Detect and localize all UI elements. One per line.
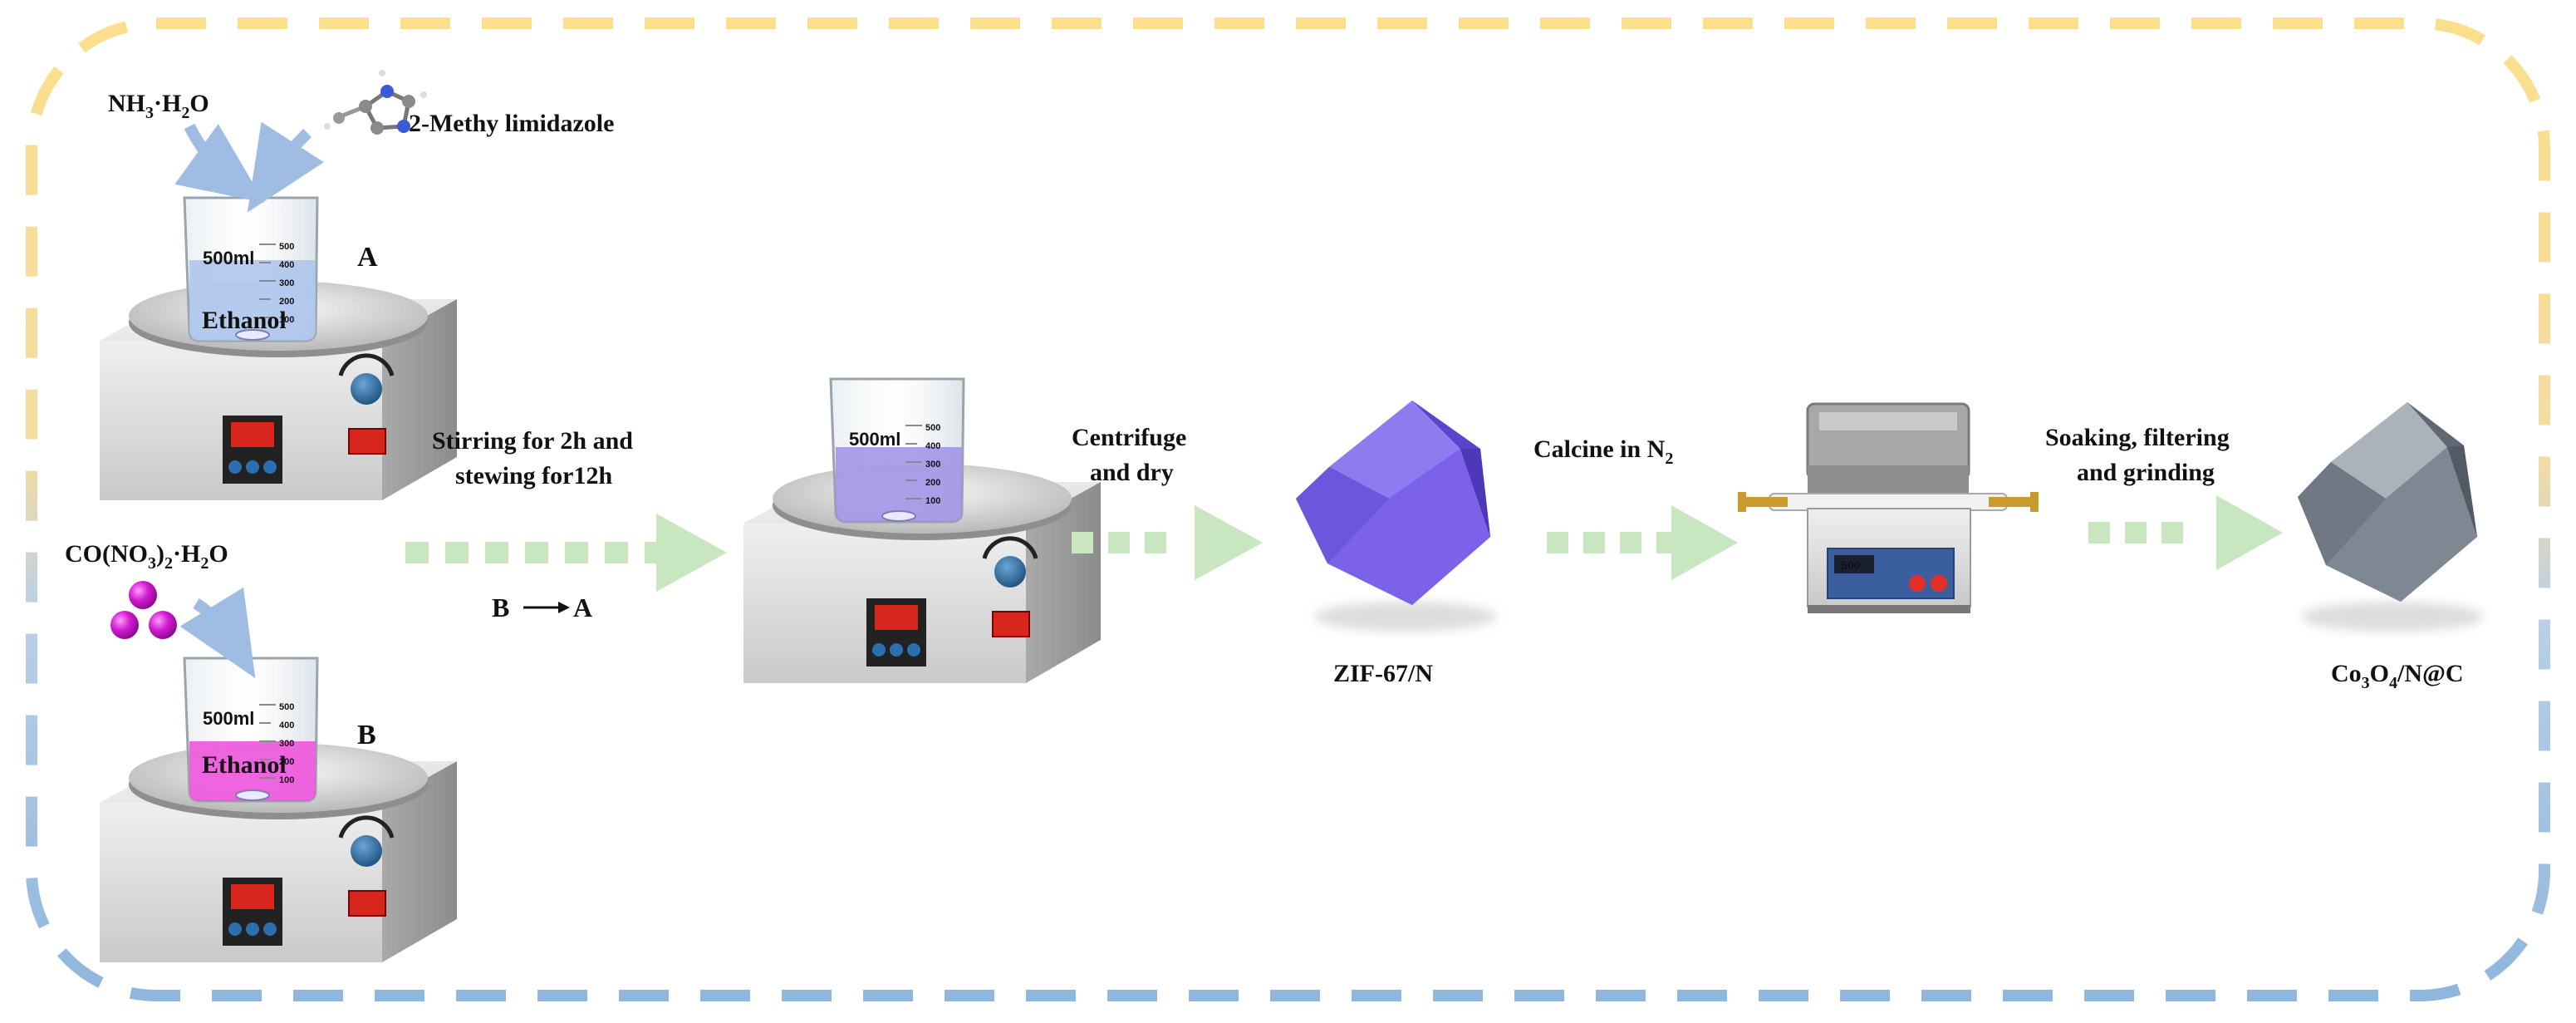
stirrer-display	[223, 416, 282, 484]
scale-tick: 200	[279, 757, 294, 767]
scale-tick: 500	[925, 423, 940, 433]
beaker-b: 500ml 500 400 300 200 100	[183, 657, 319, 803]
solvent-label-a: Ethanol	[202, 307, 287, 334]
step-stir-line2: stewing for12h	[455, 462, 612, 489]
stirrer-display	[866, 598, 926, 666]
stirrer-display	[223, 878, 282, 946]
cobalt-spheres-icon	[110, 581, 177, 639]
beaker-label-a: A	[357, 242, 378, 273]
tube-furnace-icon: 500	[1738, 402, 2039, 613]
scale-tick: 400	[925, 441, 940, 451]
mix-note: B A	[492, 593, 592, 622]
scale-tick: 200	[279, 297, 294, 307]
scale-tick: 500	[279, 702, 294, 712]
scale-tick: 200	[925, 478, 940, 488]
step-soak-line1: Soaking, filtering	[2045, 424, 2230, 451]
stirrer-knob-icon	[982, 536, 1038, 637]
stirrer-knob-icon	[338, 815, 395, 917]
step-calcine: Calcine in N2	[1533, 435, 1673, 468]
product-final-label: Co3O4/N@C	[2331, 660, 2464, 692]
mix-to: A	[573, 593, 592, 622]
step-centrifuge-line1: Centrifuge	[1072, 424, 1186, 451]
scale-tick: 100	[279, 775, 294, 785]
arrow-cobalt-icon	[179, 587, 256, 679]
scale-tick: 100	[925, 496, 940, 506]
process-arrow-1-icon	[405, 514, 727, 592]
process-arrow-2-icon	[1072, 505, 1263, 580]
stirrer-knob-icon	[338, 353, 395, 455]
dashed-border	[26, 17, 2550, 1001]
beaker-mixed: 500ml 500 400 300 200 100	[829, 377, 965, 524]
volume-label: 500ml	[849, 429, 900, 450]
volume-label: 500ml	[203, 248, 254, 268]
step-stir-line1: Stirring for 2h and	[432, 427, 633, 455]
mix-from: B	[492, 593, 509, 622]
arrow-imidazole-icon	[247, 121, 324, 213]
scale-tick: 400	[279, 260, 294, 270]
scale-tick: 100	[279, 315, 294, 325]
reagent-ammonia: NH3·H2O	[108, 90, 209, 122]
furnace-display-value: 500	[1841, 558, 1861, 572]
methylimidazole-molecule-icon	[324, 70, 427, 135]
zif-crystal-icon	[1296, 401, 1497, 632]
final-crystal-icon	[2298, 402, 2484, 632]
arrow-ammonia-icon	[174, 123, 265, 204]
product-zif-label: ZIF-67/N	[1333, 660, 1433, 687]
scale-tick: 300	[279, 739, 294, 749]
process-arrow-4-icon	[2088, 495, 2283, 570]
scale-tick: 300	[925, 460, 940, 470]
scale-tick: 500	[279, 242, 294, 252]
reagent-cobalt-nitrate: CO(NO3)2·H2O	[65, 540, 228, 573]
scale-tick: 300	[279, 278, 294, 288]
beaker-a: 500ml 500 400 300 200 100	[183, 196, 319, 342]
beaker-label-b: B	[357, 720, 376, 750]
scale-tick: 400	[279, 721, 294, 730]
process-arrow-3-icon	[1547, 505, 1738, 580]
step-soak-line2: and grinding	[2077, 459, 2215, 486]
solvent-label-b: Ethanol	[202, 751, 287, 779]
reagent-methylimidazole: 2-Methy limidazole	[409, 110, 614, 137]
step-centrifuge-line2: and dry	[1090, 459, 1174, 486]
volume-label: 500ml	[203, 708, 254, 729]
